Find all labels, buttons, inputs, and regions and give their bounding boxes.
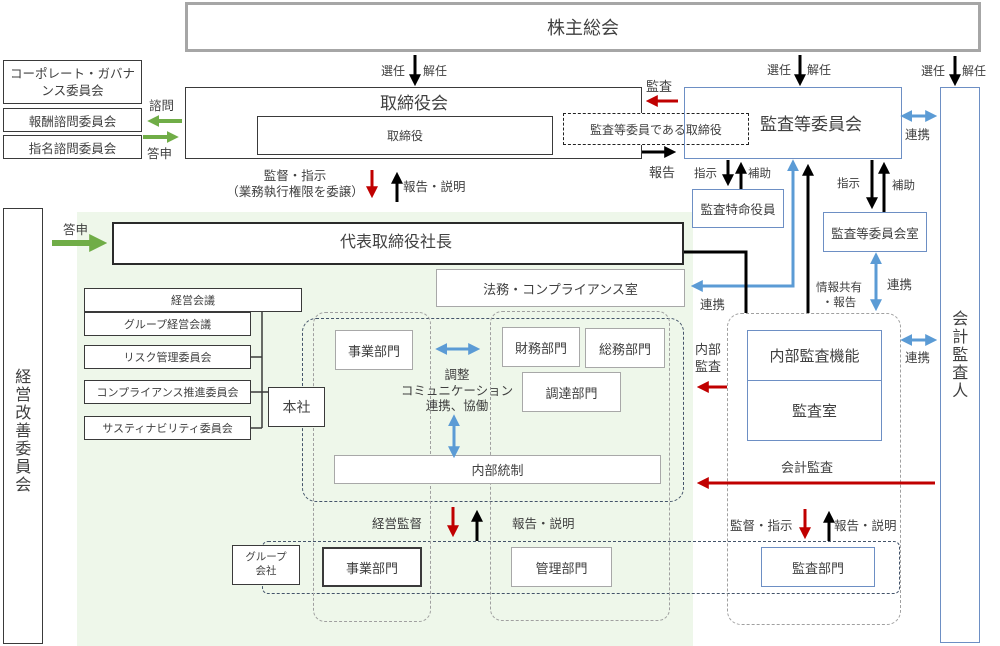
special-auditor-label: 監査特命役員 (700, 202, 776, 217)
special-auditor-box[interactable]: 監査特命役員 (692, 189, 784, 228)
internal-audit-label: 内部 監査 (695, 343, 722, 375)
management-improvement-committee-box[interactable] (3, 208, 43, 644)
report-explain-label-group: 報告・説明 (512, 516, 575, 531)
report-explain-label-board: 報告・説明 (403, 179, 466, 194)
audit-column-dashed (727, 313, 901, 625)
audit-committee-label: 監査等委員会 (760, 115, 862, 135)
cooperate-label-office: 連携 (887, 277, 913, 292)
board-of-directors-title: 取締役会 (380, 94, 448, 114)
procurement-department-box[interactable]: 調達部門 (522, 372, 621, 412)
finance-department-label: 財務部門 (514, 341, 567, 357)
supervise-delegate-label: 監督・指示 （業務執行権限を委譲） (226, 168, 364, 200)
elect-label-board: 選任 (381, 64, 406, 78)
general-affairs-department-label: 総務部門 (598, 342, 651, 358)
group-company-box[interactable]: グループ 会社 (232, 545, 300, 585)
legal-compliance-office-box[interactable]: 法務・コンプライアンス室 (436, 269, 685, 307)
accounting-audit-label: 会計監査 (781, 461, 834, 476)
elect-label-audit-committee: 選任 (767, 63, 792, 77)
management-meeting-label: 経営会議 (171, 294, 215, 307)
info-share-report-label: 情報共有 ・報告 (816, 280, 862, 309)
directors-label: 取締役 (386, 129, 423, 143)
risk-management-committee-label: リスク管理委員会 (123, 351, 212, 364)
cooperate-label-legal: 連携 (700, 297, 726, 312)
cooperate-label-accounting-bottom: 連携 (905, 350, 931, 365)
management-supervision-label: 経営監督 (372, 516, 423, 531)
audit-office-label: 監査室 (791, 402, 837, 420)
shareholders-meeting-box[interactable]: 株主総会 (185, 2, 981, 52)
elect-label-accounting-auditor: 選任 (921, 64, 946, 78)
assist-label-office: 補助 (892, 178, 915, 192)
sustainability-committee-box[interactable]: サスティナビリティ委員会 (84, 416, 251, 440)
accounting-auditor-box[interactable] (940, 87, 980, 643)
shareholders-meeting-label: 株主総会 (547, 18, 619, 39)
internal-control-box[interactable]: 内部統制 (334, 455, 661, 484)
accounting-auditor-label: 会計監査人 (949, 310, 969, 400)
compensation-advisory-committee[interactable]: 報酬諮問委員会 (3, 108, 142, 132)
group-management-meeting-label: グループ経営会議 (123, 318, 212, 331)
corporate-governance-committee[interactable]: コーポレート・ガバナンス委員会 (3, 60, 142, 104)
management-improvement-committee-label: 経営改善委員会 (12, 368, 32, 494)
supervise-instruct-label-audit: 監督・指示 (730, 518, 793, 533)
group-management-department-box[interactable]: 管理部門 (511, 547, 612, 587)
head-office-label: 本社 (282, 400, 311, 416)
group-management-department-label: 管理部門 (535, 561, 588, 577)
audit-committee-director-label: 監査等委員である取締役 (590, 122, 722, 137)
cooperate-label-accounting-top: 連携 (905, 127, 931, 142)
nomination-advisory-committee[interactable]: 指名諮問委員会 (3, 135, 142, 159)
group-company-label: グループ 会社 (245, 551, 287, 577)
general-affairs-department-box[interactable]: 総務部門 (585, 328, 665, 368)
risk-management-committee-box[interactable]: リスク管理委員会 (84, 345, 251, 369)
audit-committee-office-label: 監査等委員会室 (831, 225, 919, 241)
group-audit-department-box[interactable]: 監査部門 (761, 547, 875, 587)
group-business-department-box[interactable]: 事業部門 (322, 547, 422, 587)
group-business-department-label: 事業部門 (345, 561, 398, 577)
group-management-meeting-box[interactable]: グループ経営会議 (84, 312, 251, 336)
business-department-box[interactable]: 事業部門 (335, 330, 413, 370)
report-explain-label-audit: 報告・説明 (834, 518, 897, 533)
audit-committee-office-box[interactable]: 監査等委員会室 (823, 212, 927, 252)
compliance-promotion-committee-box[interactable]: コンプライアンス推進委員会 (84, 380, 251, 404)
compensation-advisory-committee-label: 報酬諮問委員会 (28, 113, 117, 129)
dismiss-label-accounting-auditor: 解任 (962, 64, 987, 78)
audit-committee-director-box[interactable]: 監査等委員である取締役 (563, 113, 749, 145)
group-audit-department-label: 監査部門 (791, 561, 844, 577)
nomination-advisory-committee-label: 指名諮問委員会 (28, 140, 117, 156)
consult-label: 諮問 (149, 98, 175, 113)
internal-control-label: 内部統制 (471, 464, 524, 479)
coordination-label: 調整 コミュニケーション 連携、協働 (400, 367, 514, 414)
internal-audit-function-label: 内部監査機能 (769, 347, 860, 365)
compliance-promotion-committee-label: コンプライアンス推進委員会 (96, 386, 239, 399)
audit-committee-box[interactable] (684, 87, 902, 159)
dismiss-label-board: 解任 (423, 64, 448, 78)
business-department-label: 事業部門 (347, 344, 400, 360)
answer-label-improvement: 答申 (63, 222, 89, 237)
finance-department-box[interactable]: 財務部門 (502, 327, 580, 367)
dismiss-label-audit-committee: 解任 (807, 63, 832, 77)
head-office-box[interactable]: 本社 (268, 387, 325, 427)
corporate-governance-committee-label: コーポレート・ガバナンス委員会 (9, 65, 135, 99)
legal-compliance-office-label: 法務・コンプライアンス室 (483, 282, 638, 298)
instruct-label-office: 指示 (837, 176, 860, 190)
audit-office-box[interactable]: 監査室 (747, 380, 882, 441)
instruct-label-special: 指示 (694, 166, 717, 180)
directors-box[interactable]: 取締役 (257, 116, 553, 155)
internal-audit-function-box[interactable]: 内部監査機能 (747, 330, 882, 381)
management-meeting-box[interactable]: 経営会議 (84, 288, 302, 312)
president-label: 代表取締役社長 (340, 232, 453, 251)
president-box[interactable] (112, 222, 684, 265)
answer-label-board: 答申 (147, 146, 173, 161)
procurement-department-label: 調達部門 (545, 386, 598, 402)
audit-label: 監査 (646, 80, 673, 95)
report-label: 報告 (649, 166, 676, 181)
sustainability-committee-label: サスティナビリティ委員会 (102, 422, 233, 435)
assist-label-special: 補助 (748, 166, 771, 180)
